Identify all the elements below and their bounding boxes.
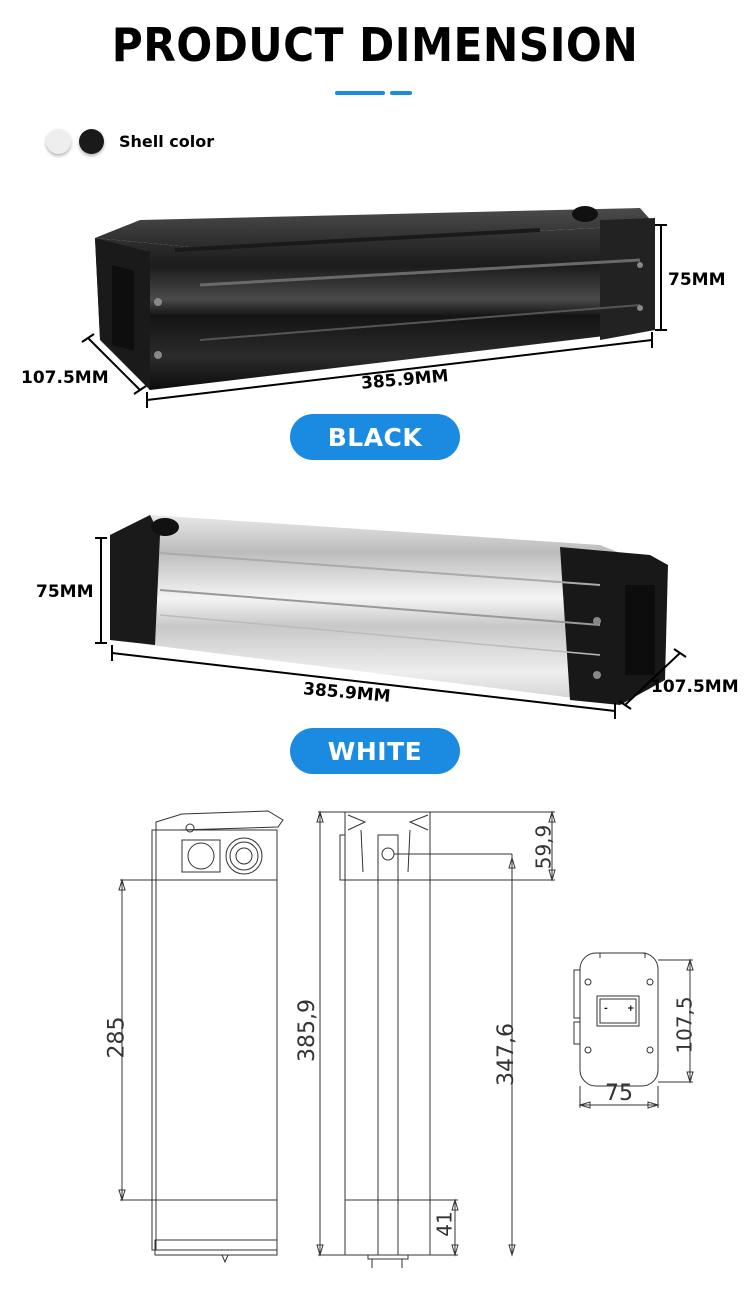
title-accent-bar — [335, 91, 385, 95]
title-accent-bar-short — [390, 91, 412, 95]
end-width-dimension: 75 — [605, 1081, 633, 1106]
side-top-dimension: 59,9 — [531, 824, 556, 870]
black-depth-label: 107.5MM — [21, 368, 109, 388]
black-battery-image — [81, 206, 667, 408]
white-depth-label: 107.5MM — [651, 677, 739, 697]
shell-color-label: Shell color — [119, 132, 215, 151]
side-mount-dimension: 347,6 — [493, 1023, 519, 1086]
terminal-minus-label: - — [604, 1004, 608, 1014]
black-height-label: 75MM — [668, 270, 726, 290]
white-battery-image — [95, 515, 687, 719]
terminal-plus-label: + — [627, 1004, 635, 1014]
black-variant-button[interactable]: BLACK — [290, 414, 460, 460]
front-view — [118, 810, 284, 1264]
white-height-label: 75MM — [36, 582, 94, 602]
black-swatch[interactable] — [79, 129, 104, 154]
side-bottom-dimension: 41 — [432, 1211, 457, 1237]
end-height-dimension: 107,5 — [672, 996, 697, 1054]
front-body-dimension: 285 — [104, 1016, 130, 1059]
technical-drawing — [118, 810, 694, 1268]
side-view — [316, 810, 556, 1268]
page-title: PRODUCT DIMENSION — [111, 18, 639, 72]
white-variant-button[interactable]: WHITE — [290, 728, 460, 774]
white-swatch[interactable] — [46, 129, 71, 154]
side-total-dimension: 385,9 — [294, 999, 320, 1062]
end-view — [573, 952, 694, 1109]
